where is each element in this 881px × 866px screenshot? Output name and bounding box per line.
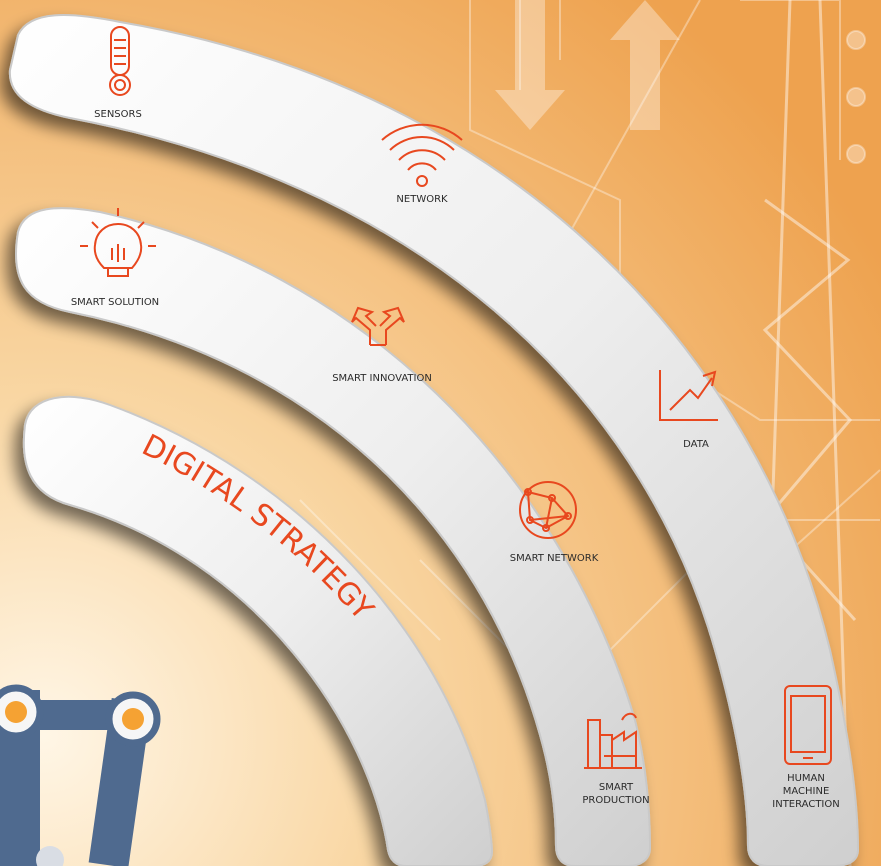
label-hmi-text: HUMAN MACHINE INTERACTION [772, 773, 840, 810]
robot-arm-graphic [0, 684, 161, 866]
label-smart-production: SMART PRODUCTION [582, 781, 649, 807]
background-arrows [495, 0, 680, 130]
tablet-icon [784, 685, 832, 765]
wifi-icon [381, 123, 463, 187]
label-smart-solution: SMART SOLUTION [70, 297, 160, 308]
label-smart-innovation: SMART INNOVATION [332, 373, 432, 384]
thermometer-icon [109, 26, 131, 96]
label-data: DATA [683, 439, 709, 450]
globe-network-icon [519, 481, 577, 539]
label-smart-network: SMART NETWORK [509, 553, 599, 564]
background-circuit-lines [299, 0, 881, 702]
label-network: NETWORK [396, 194, 448, 205]
label-sensors: SENSORS [94, 109, 142, 120]
label-human-machine-interaction: HUMAN MACHINE INTERACTION [769, 772, 844, 811]
lightbulb-icon [80, 208, 156, 277]
label-smart-production-text: SMART PRODUCTION [582, 782, 650, 806]
factory-icon [584, 712, 642, 769]
growth-chart-icon [659, 370, 718, 421]
split-arrows-icon [351, 306, 405, 346]
inner-arc-band [22, 395, 494, 866]
